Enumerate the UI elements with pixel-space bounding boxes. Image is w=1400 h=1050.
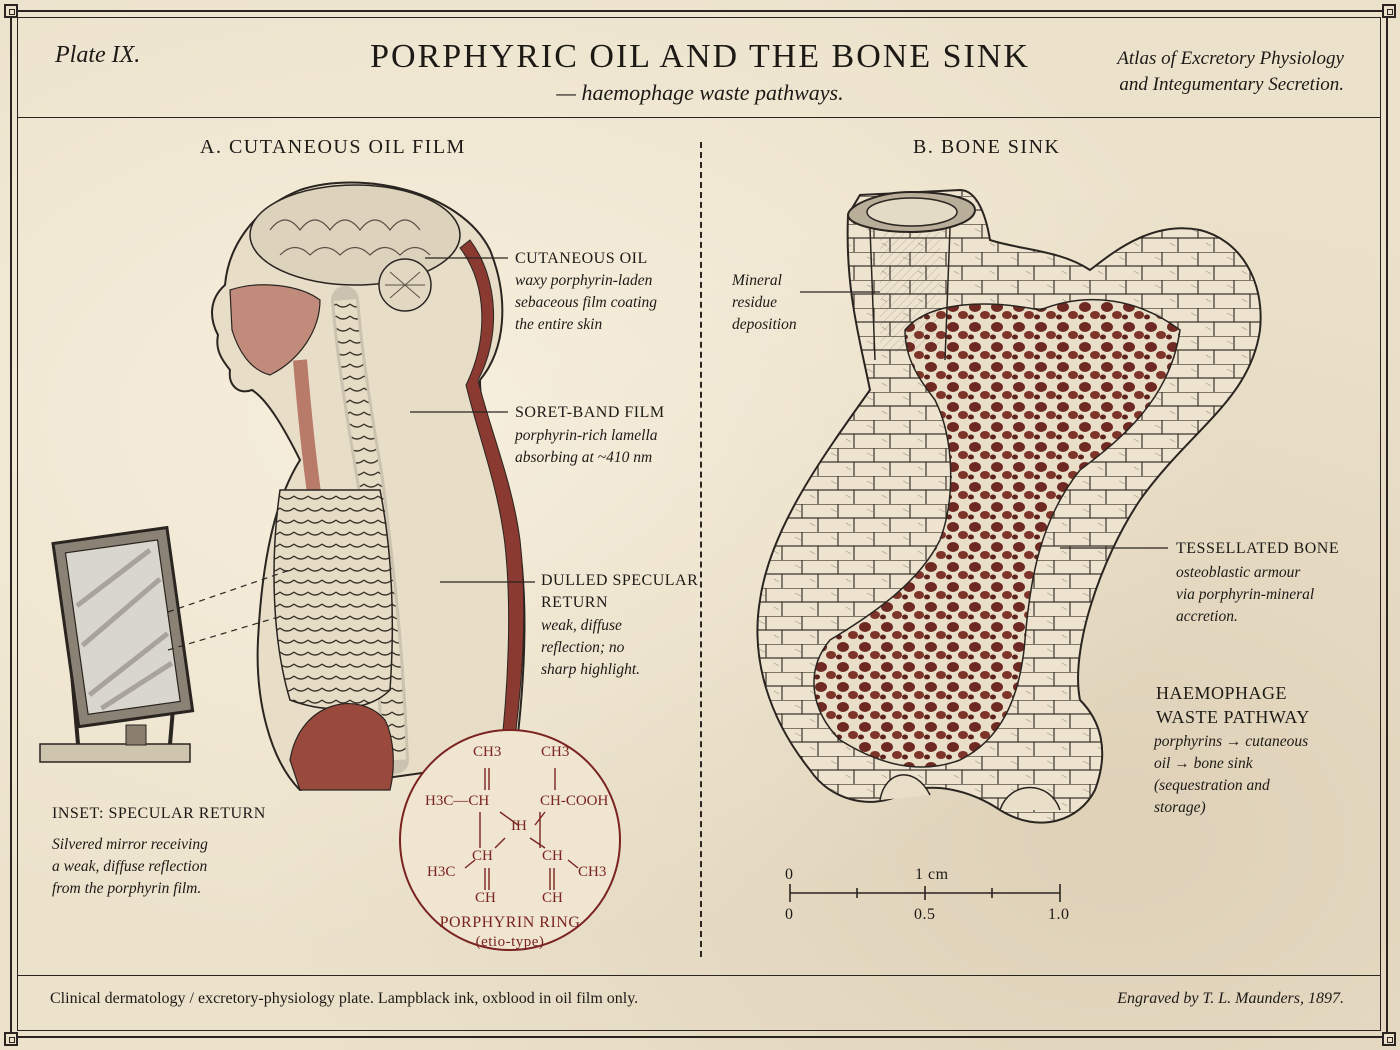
chem-h3c-ch: H3C—CH: [425, 793, 490, 809]
mirror-inset: [39, 525, 291, 763]
chem-ch-bottom-right: CH: [542, 890, 563, 906]
chem-ch3-right: CH3: [541, 744, 570, 760]
plate-number: Plate IX.: [55, 42, 141, 68]
chem-ch-cooh: CH-COOH: [540, 793, 609, 809]
chem-ch3-left: CH3: [473, 744, 502, 760]
scale-unit: 1 cm: [915, 866, 949, 883]
porphyrin-ring-diagram: [399, 729, 621, 951]
chem-ch-right: CH: [542, 848, 563, 864]
scale-half: 0.5: [914, 906, 936, 923]
soret-band-text: porphyrin-rich lamella absorbing at ~410…: [515, 427, 658, 466]
cutaneous-oil-title: CUTANEOUS OIL: [515, 250, 648, 267]
porphyrin-caption-sub: (etio-type): [475, 934, 545, 950]
corner-ornament: [4, 1032, 18, 1046]
engraver-credit: Engraved by T. L. Maunders, 1897.: [1117, 990, 1344, 1007]
specular-return-text: weak, diffuse reflection; no sharp highl…: [541, 617, 641, 678]
chem-ih: IH: [511, 818, 527, 834]
corner-ornament: [1382, 1032, 1396, 1046]
header-rule: [17, 117, 1381, 118]
plate-subtitle: — haemophage waste pathways.: [556, 80, 844, 105]
chem-ch-bottom-left: CH: [475, 890, 496, 906]
soret-band-title: SORET-BAND FILM: [515, 404, 665, 421]
section-a-heading: A. CUTANEOUS OIL FILM: [200, 136, 466, 158]
outer-frame: [10, 10, 1388, 1038]
footer-description: Clinical dermatology / excretory-physiol…: [50, 990, 639, 1007]
panel-divider: [700, 142, 702, 957]
corner-ornament: [4, 4, 18, 18]
scale-one: 1.0: [1048, 906, 1070, 923]
waste-pathway-text: porphyrins → cutaneous oil → bone sink (…: [1154, 733, 1309, 816]
anatomy-sagittal-section: [211, 181, 526, 792]
mineral-residue-label: Mineral residue deposition: [732, 272, 797, 333]
porphyrin-caption: PORPHYRIN RING: [439, 914, 581, 931]
chem-ch-left: CH: [472, 848, 493, 864]
tessellated-bone-text: osteoblastic armour via porphyrin-minera…: [1176, 564, 1315, 625]
panel-a-leaders: [410, 257, 535, 583]
atlas-title: Atlas of Excretory Physiology and Integu…: [1117, 48, 1344, 95]
section-b-heading: B. BONE SINK: [913, 136, 1061, 158]
plate-title: PORPHYRIC OIL AND THE BONE SINK: [370, 38, 1030, 75]
scale-bar: [789, 884, 1061, 902]
porphyrin-bonds: [464, 768, 579, 890]
inner-frame: [17, 17, 1381, 1031]
footer-rule: [17, 975, 1381, 976]
chem-ch3-bottom: CH3: [578, 864, 607, 880]
inset-text: Silvered mirror receiving a weak, diffus…: [52, 836, 208, 897]
scale-bottom-zero: 0: [785, 906, 794, 923]
scale-top-zero: 0: [785, 866, 794, 883]
cutaneous-oil-text: waxy porphyrin-laden sebaceous film coat…: [515, 272, 658, 333]
waste-pathway-title: HAEMOPHAGE WASTE PATHWAY: [1156, 683, 1310, 727]
inset-title: INSET: SPECULAR RETURN: [52, 805, 266, 822]
femur-cross-section: [756, 188, 1262, 824]
corner-ornament: [1382, 4, 1396, 18]
panel-b-leaders: [800, 291, 1168, 549]
specular-return-title: DULLED SPECULAR RETURN: [541, 572, 699, 611]
chem-h3c-bottom: H3C: [427, 864, 456, 880]
tessellated-bone-title: TESSELLATED BONE: [1176, 540, 1340, 557]
